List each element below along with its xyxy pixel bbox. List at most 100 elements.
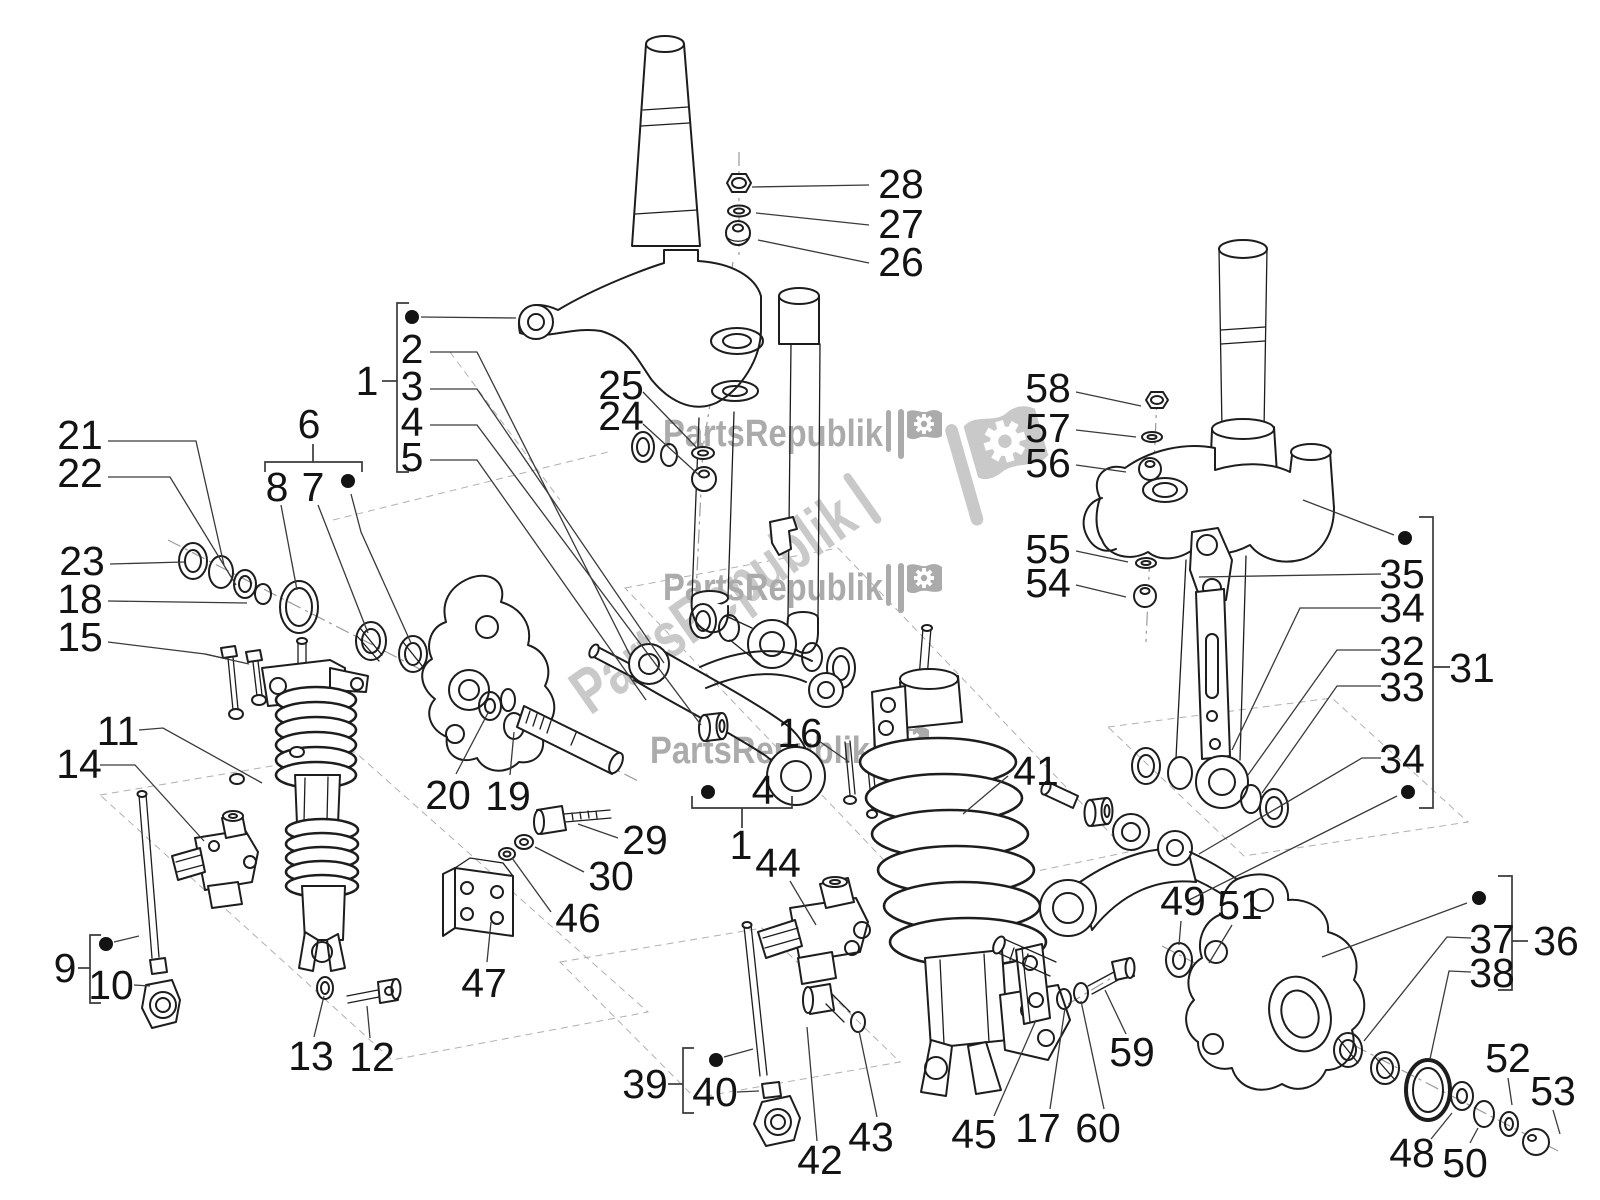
part-label-2: 2 bbox=[401, 326, 424, 372]
part-label-18: 18 bbox=[57, 576, 103, 622]
assembly-bullet bbox=[1401, 785, 1415, 799]
top-fork-assembly-drawing bbox=[517, 35, 856, 689]
leader-line-40 bbox=[736, 1090, 760, 1093]
leader-line-19 bbox=[509, 731, 515, 776]
leader-line-30 bbox=[534, 846, 585, 873]
leader-line-49 bbox=[1178, 920, 1182, 946]
leader-line-58 bbox=[1075, 391, 1142, 407]
part-label-60: 60 bbox=[1075, 1105, 1121, 1151]
leader-line-55 bbox=[1075, 550, 1129, 563]
part-label-11: 11 bbox=[97, 708, 140, 754]
part-label-28: 28 bbox=[878, 161, 924, 207]
part-label-39: 39 bbox=[622, 1061, 668, 1107]
leader-line-12 bbox=[366, 1005, 371, 1039]
part-label-59: 59 bbox=[1109, 1029, 1155, 1075]
leader-line-22 bbox=[108, 476, 237, 586]
leader-line-47 bbox=[486, 921, 492, 963]
leader-line-bullet-2 bbox=[350, 493, 412, 644]
leader-line-25 bbox=[642, 391, 698, 449]
leader-line-24 bbox=[642, 423, 701, 477]
part-label-36: 36 bbox=[1533, 918, 1579, 964]
callout-bracket bbox=[1498, 875, 1513, 991]
leader-line-7 bbox=[317, 504, 369, 634]
leader-line-18 bbox=[107, 600, 248, 604]
part-label-16: 16 bbox=[777, 710, 823, 756]
part-label-9: 9 bbox=[54, 945, 77, 991]
leader-line-33 bbox=[1261, 685, 1381, 794]
leader-line-44 bbox=[789, 880, 817, 926]
part-label-57: 57 bbox=[1025, 405, 1071, 451]
part-label-20: 20 bbox=[425, 772, 471, 818]
assembly-bullet bbox=[99, 937, 113, 951]
leader-line-4 bbox=[430, 424, 702, 726]
leader-line-46 bbox=[511, 857, 552, 913]
flag-gear-icon bbox=[945, 406, 1049, 526]
leader-line-54 bbox=[1075, 584, 1127, 598]
right-fork-assembly-drawing bbox=[1082, 239, 1335, 828]
callout-bracket bbox=[682, 1047, 694, 1114]
leader-line-8 bbox=[280, 504, 298, 591]
leader-line-28 bbox=[751, 184, 870, 188]
leader-line-bullet-1 bbox=[420, 316, 517, 319]
leader-line-56 bbox=[1075, 464, 1127, 473]
part-label-1: 1 bbox=[356, 358, 379, 404]
leader-line-15 bbox=[107, 641, 228, 660]
assembly-bullet bbox=[701, 785, 715, 799]
leader-line-53 bbox=[1552, 1109, 1561, 1135]
leader-line-35 bbox=[1198, 573, 1382, 578]
part-label-27: 27 bbox=[878, 201, 924, 247]
leader-line-59 bbox=[1104, 989, 1127, 1035]
leader-line-32 bbox=[1247, 649, 1381, 776]
leader-line-bullet-8 bbox=[1321, 902, 1468, 958]
leader-line-42 bbox=[806, 1026, 818, 1142]
part-label-56: 56 bbox=[1025, 440, 1071, 486]
part-label-30: 30 bbox=[588, 853, 634, 899]
callout-bracket bbox=[1419, 516, 1434, 809]
leader-line-bullet-4 bbox=[113, 935, 140, 943]
part-label-46: 46 bbox=[555, 895, 601, 941]
part-label-4: 4 bbox=[401, 399, 424, 445]
part-label-25: 25 bbox=[598, 362, 644, 408]
part-label-42: 42 bbox=[797, 1137, 843, 1183]
leader-line-14 bbox=[100, 764, 205, 842]
leader-line-3 bbox=[430, 388, 665, 664]
leader-line-34a bbox=[1231, 607, 1381, 751]
left-shock-absorber-drawing bbox=[136, 637, 402, 1029]
leader-line-45 bbox=[993, 1019, 1037, 1117]
flag-gear-icon bbox=[898, 563, 942, 613]
part-label-32: 32 bbox=[1379, 628, 1425, 674]
center-shock-assembly-drawing bbox=[741, 624, 1136, 1147]
part-label-37: 37 bbox=[1469, 916, 1515, 962]
leader-line-bullet-6 bbox=[1302, 499, 1395, 536]
part-label-15: 15 bbox=[57, 614, 103, 660]
center-bracket-bolt-drawing bbox=[442, 805, 612, 937]
leader-line-bullet-7 bbox=[1188, 795, 1398, 901]
part-label-12: 12 bbox=[349, 1034, 395, 1080]
leader-line-50 bbox=[1469, 1127, 1479, 1144]
leader-line-23 bbox=[109, 561, 185, 565]
leader-line-38 bbox=[1429, 970, 1472, 1060]
part-label-3: 3 bbox=[401, 363, 424, 409]
leader-line-51 bbox=[1208, 924, 1233, 964]
leader-line-21 bbox=[108, 440, 225, 566]
part-label-6: 6 bbox=[298, 401, 321, 447]
part-label-31: 31 bbox=[1449, 645, 1495, 691]
leader-line-20 bbox=[455, 710, 490, 775]
part-label-22: 22 bbox=[57, 450, 103, 496]
leader-line-17 bbox=[1049, 1007, 1066, 1110]
leader-line-60 bbox=[1080, 1000, 1105, 1110]
leader-line-11 bbox=[138, 727, 263, 784]
flag-gear-icon bbox=[898, 409, 942, 459]
part-label-8: 8 bbox=[266, 464, 289, 510]
part-label-44: 44 bbox=[755, 840, 801, 886]
leader-line-41 bbox=[962, 775, 1009, 815]
part-label-21: 21 bbox=[57, 412, 103, 458]
part-label-10: 10 bbox=[88, 962, 134, 1008]
leader-line-43 bbox=[858, 1030, 878, 1118]
part-label-45: 45 bbox=[951, 1111, 997, 1157]
part-label-33: 33 bbox=[1379, 664, 1425, 710]
part-label-4b: 4 bbox=[752, 767, 775, 813]
leader-line-15 bbox=[204, 653, 250, 665]
